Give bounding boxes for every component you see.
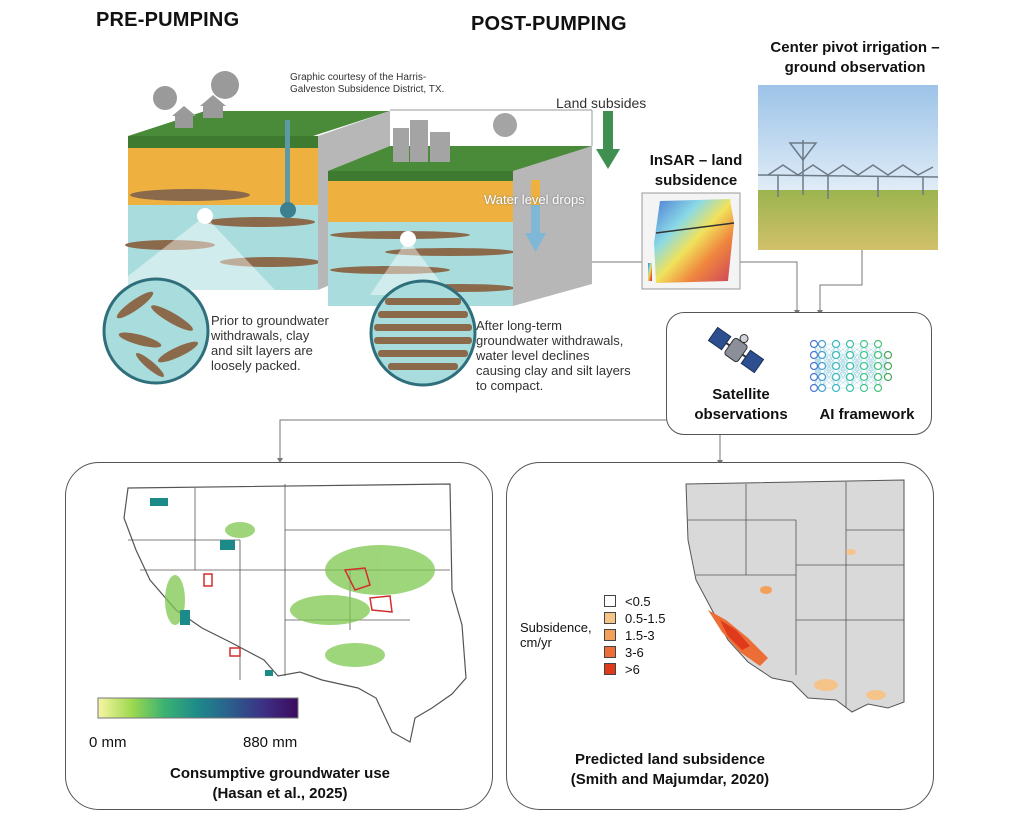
legend-row: 3-6 bbox=[604, 644, 644, 660]
legend-row: >6 bbox=[604, 661, 640, 677]
connector-lines bbox=[279, 250, 863, 462]
water-level-drops-label: Water level drops bbox=[484, 192, 585, 207]
colorbar-min-label: 0 mm bbox=[89, 734, 127, 751]
insar-heading: InSAR – land subsidence bbox=[649, 152, 743, 189]
legend-label: 1.5-3 bbox=[625, 627, 655, 643]
subsidence-legend: <0.5 0.5-1.5 1.5-3 3-6 >6 bbox=[604, 594, 694, 684]
land-subsidence-caption: Predicted land subsidence (Smith and Maj… bbox=[570, 751, 770, 788]
pre-pumping-heading: PRE-PUMPING bbox=[96, 9, 240, 31]
legend-swatch-4 bbox=[604, 663, 616, 675]
satellite-icon bbox=[707, 326, 765, 374]
legend-label: <0.5 bbox=[625, 593, 651, 609]
legend-row: <0.5 bbox=[604, 593, 651, 609]
post-magnifier bbox=[369, 279, 477, 387]
ai-framework-label: AI framework bbox=[819, 406, 915, 423]
study-area-outlines bbox=[203, 567, 393, 657]
legend-swatch-3 bbox=[604, 646, 616, 658]
water-level-arrow bbox=[525, 180, 546, 252]
insar-map bbox=[641, 192, 741, 290]
subsidence-legend-title: Subsidence, cm/yr bbox=[520, 620, 592, 650]
legend-row: 1.5-3 bbox=[604, 627, 655, 643]
neural-network-icon bbox=[809, 339, 893, 393]
center-pivot-heading: Center pivot irrigation – ground observa… bbox=[770, 39, 940, 76]
pre-magnifier bbox=[102, 277, 210, 385]
buildings-icon bbox=[393, 113, 517, 162]
land-subsides-label: Land subsides bbox=[556, 95, 647, 111]
subsidence-hotspots bbox=[708, 549, 886, 700]
graphic-credit: Graphic courtesy of the Harris- Galvesto… bbox=[290, 72, 445, 95]
post-pumping-heading: POST-PUMPING bbox=[471, 13, 627, 35]
legend-label: 0.5-1.5 bbox=[625, 610, 666, 626]
groundwater-use-map bbox=[123, 483, 467, 743]
land-subsidence-map bbox=[685, 479, 905, 713]
pre-caption: Prior to groundwater withdrawals, clay a… bbox=[211, 313, 329, 373]
legend-swatch-2 bbox=[604, 629, 616, 641]
houses-icon bbox=[153, 71, 239, 128]
land-subsides-arrow bbox=[596, 111, 620, 169]
legend-label: 3-6 bbox=[625, 644, 644, 660]
post-caption: After long-term groundwater withdrawals,… bbox=[476, 318, 631, 393]
legend-swatch-0 bbox=[604, 595, 616, 607]
legend-row: 0.5-1.5 bbox=[604, 610, 666, 626]
legend-label: >6 bbox=[625, 661, 640, 677]
legend-swatch-1 bbox=[604, 612, 616, 624]
colorbar-max-label: 880 mm bbox=[243, 734, 298, 751]
groundwater-use-caption: Consumptive groundwater use (Hasan et al… bbox=[169, 765, 391, 802]
groundwater-colorbar bbox=[97, 697, 299, 719]
satellite-observations-label: Satellite observations bbox=[694, 386, 788, 423]
center-pivot-photo bbox=[757, 85, 939, 250]
irrigation-patches bbox=[165, 522, 435, 667]
